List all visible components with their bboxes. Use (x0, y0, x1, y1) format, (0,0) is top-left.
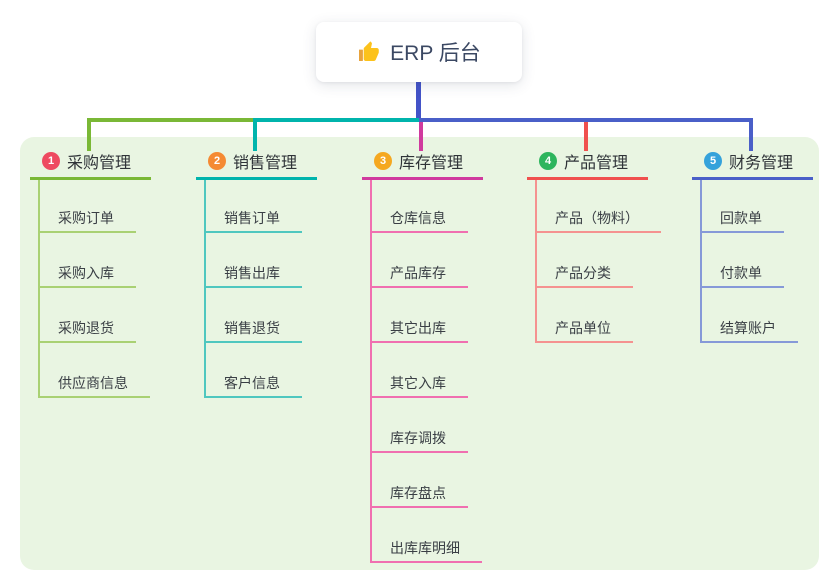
thumbs-up-icon (357, 40, 381, 64)
connector-line (87, 118, 253, 122)
branch-node-product-management[interactable]: 4 产品管理 (527, 150, 648, 180)
connector-line (38, 180, 40, 398)
branch-number-badge: 4 (539, 152, 557, 170)
branches-panel (20, 137, 819, 570)
child-node[interactable]: 仓库信息 (370, 207, 468, 233)
branch-node-label: 财务管理 (729, 155, 794, 172)
child-node[interactable]: 库存调拨 (370, 427, 468, 453)
child-node[interactable]: 出库库明细 (370, 537, 482, 563)
connector-line (535, 180, 537, 343)
child-node[interactable]: 采购入库 (38, 262, 136, 288)
connector-line (749, 122, 753, 151)
child-node[interactable]: 采购退货 (38, 317, 136, 343)
child-node[interactable]: 销售退货 (204, 317, 302, 343)
connector-line (204, 180, 206, 398)
child-node[interactable]: 销售订单 (204, 207, 302, 233)
child-node[interactable]: 供应商信息 (38, 372, 150, 398)
branch-node-sales-management[interactable]: 2 销售管理 (196, 150, 317, 180)
connector-line (253, 118, 419, 122)
child-node[interactable]: 库存盘点 (370, 482, 468, 508)
branch-node-label: 产品管理 (564, 155, 629, 172)
root-node-label: ERP 后台 (390, 42, 481, 65)
branch-node-inventory-management[interactable]: 3 库存管理 (362, 150, 483, 180)
root-node[interactable]: ERP 后台 (316, 22, 522, 82)
branch-node-label: 库存管理 (399, 155, 464, 172)
child-node[interactable]: 销售出库 (204, 262, 302, 288)
branch-number-badge: 2 (208, 152, 226, 170)
connector-line (87, 122, 91, 151)
connector-line (253, 122, 257, 151)
connector-line (419, 118, 753, 122)
connector-line (700, 180, 702, 343)
child-node[interactable]: 产品（物料） (535, 207, 661, 233)
child-node[interactable]: 回款单 (700, 207, 784, 233)
child-node[interactable]: 结算账户 (700, 317, 798, 343)
child-node[interactable]: 其它出库 (370, 317, 468, 343)
branch-node-finance-management[interactable]: 5 财务管理 (692, 150, 813, 180)
branch-node-label: 销售管理 (233, 155, 298, 172)
branch-number-badge: 1 (42, 152, 60, 170)
child-node[interactable]: 产品单位 (535, 317, 633, 343)
branch-node-label: 采购管理 (67, 155, 132, 172)
branch-number-badge: 3 (374, 152, 392, 170)
child-node[interactable]: 产品库存 (370, 262, 468, 288)
connector-line (419, 122, 423, 151)
child-node[interactable]: 产品分类 (535, 262, 633, 288)
connector-line (584, 122, 588, 151)
child-node[interactable]: 其它入库 (370, 372, 468, 398)
connector-line (416, 82, 421, 122)
connector-line (370, 180, 372, 563)
branch-number-badge: 5 (704, 152, 722, 170)
child-node[interactable]: 付款单 (700, 262, 784, 288)
child-node[interactable]: 采购订单 (38, 207, 136, 233)
branch-node-purchase-management[interactable]: 1 采购管理 (30, 150, 151, 180)
child-node[interactable]: 客户信息 (204, 372, 302, 398)
